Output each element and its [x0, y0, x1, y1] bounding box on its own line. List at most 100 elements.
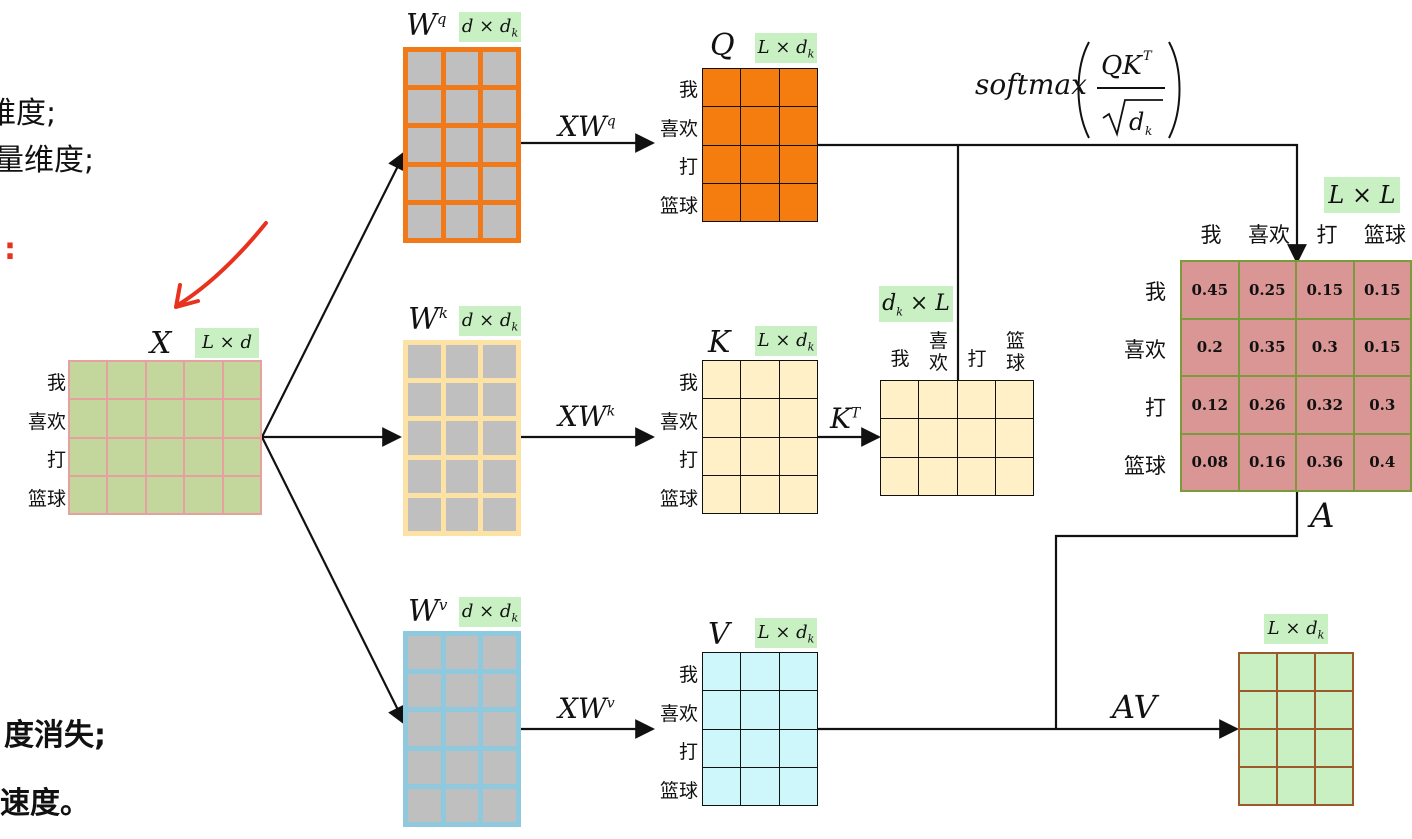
k-cell [779, 437, 818, 476]
av-label: AV [1112, 688, 1157, 726]
kt-cell [881, 457, 920, 496]
x-cell [108, 438, 147, 477]
wq-cell [408, 52, 441, 86]
token-label: 喜欢 [659, 410, 698, 433]
wv-dim-sub: k [511, 611, 519, 625]
side-text-4: 度消失; [4, 718, 106, 753]
kt-cell [919, 381, 958, 420]
v-label: V [708, 617, 730, 652]
q-cell [779, 107, 818, 146]
out-cell [1278, 692, 1316, 730]
wk-label-text: W [408, 302, 439, 337]
a-cell: 0.36 [1297, 434, 1355, 492]
k-cell [741, 437, 780, 476]
x-cell [223, 362, 262, 401]
token-label: 打 [46, 449, 66, 471]
token-label: 我 [678, 664, 698, 686]
attention-col-label: 篮球 [1364, 223, 1406, 247]
wk-label: Wk [408, 302, 448, 337]
a-cell: 0.12 [1182, 377, 1240, 435]
wq-cell [408, 128, 441, 162]
out-dim-sub: k [1317, 628, 1325, 642]
xwq-sup: q [606, 113, 616, 130]
x-matrix [68, 360, 262, 515]
v-dim-badge: L × dk [755, 618, 817, 648]
v-cell [779, 729, 818, 768]
out-dim-badge: L × dk [1264, 614, 1328, 644]
kt-col-label: 我 [890, 348, 910, 370]
k-cell [703, 399, 742, 438]
q-dim-badge: L × dk [755, 33, 817, 63]
out-cell [1316, 730, 1354, 768]
v-cell [741, 767, 780, 806]
wq-cell [483, 128, 516, 162]
wv-cell [483, 636, 516, 670]
side-text-5: 速度。 [0, 786, 90, 821]
a-cell: 0.35 [1239, 319, 1297, 377]
attention-col-label: 我 [1200, 223, 1222, 247]
out-cell [1278, 654, 1316, 692]
k-cell [741, 475, 780, 514]
kt-cell [957, 419, 996, 458]
q-label: Q [710, 28, 735, 63]
wv-cell [445, 712, 479, 746]
wq-cell [408, 90, 441, 124]
x-cell [108, 362, 147, 401]
xwk-text: XW [558, 400, 607, 433]
x-cell [70, 362, 109, 401]
token-label: 打 [678, 156, 698, 178]
x-cell [70, 476, 109, 515]
x-cell [70, 438, 109, 477]
wk-cell [408, 345, 441, 379]
wq-cell [445, 52, 479, 86]
x-cell [185, 362, 224, 401]
q-cell [703, 183, 742, 222]
wk-label-sup: k [438, 304, 448, 322]
wk-cell [483, 421, 516, 455]
softmax-formula: softmax QK T d k [975, 38, 1185, 148]
v-dim-sub: k [807, 632, 815, 646]
wq-cell [483, 52, 516, 86]
wv-cell [445, 788, 479, 822]
k-matrix [702, 360, 818, 514]
out-cell [1316, 768, 1354, 806]
x-cell [146, 362, 186, 401]
side-text-2: 量维度; [0, 143, 95, 178]
svg-text:k: k [1145, 124, 1152, 138]
out-dim-text: L × d [1267, 618, 1318, 639]
wv-cell [408, 750, 441, 784]
token-label: 我 [46, 372, 66, 394]
q-cell [703, 145, 742, 184]
wq-label-sup: q [436, 10, 447, 28]
x-cell [185, 476, 224, 515]
wq-cell [408, 166, 441, 200]
kt-cell [919, 419, 958, 458]
kt-col-label: 喜欢 [928, 330, 948, 374]
softmax-text: softmax [975, 68, 1087, 101]
output-matrix [1238, 652, 1354, 806]
kt-cell [995, 457, 1034, 496]
k-cell [703, 437, 742, 476]
a-cell: 0.15 [1354, 319, 1412, 377]
k-cell [741, 361, 780, 400]
wq-cell [445, 166, 479, 200]
k-cell [779, 399, 818, 438]
wq-matrix [403, 47, 521, 243]
x-cell [146, 438, 186, 477]
wv-cell [483, 788, 516, 822]
wk-cell [445, 421, 479, 455]
x-dim-badge: L × d [195, 328, 259, 358]
wq-label-text: W [406, 8, 437, 43]
token-label: 篮球 [659, 487, 698, 510]
a-cell: 0.15 [1354, 262, 1412, 320]
x-cell [108, 476, 147, 515]
wv-cell [445, 750, 479, 784]
attention-row-label: 喜欢 [1124, 338, 1166, 362]
wk-cell [408, 459, 441, 493]
k-cell [779, 361, 818, 400]
attention-row-label: 我 [1145, 280, 1166, 304]
wq-dim-text: d × d [461, 16, 512, 37]
xwv-sup: v [606, 695, 615, 712]
wk-cell [445, 383, 479, 417]
wv-label-text: W [408, 594, 439, 629]
